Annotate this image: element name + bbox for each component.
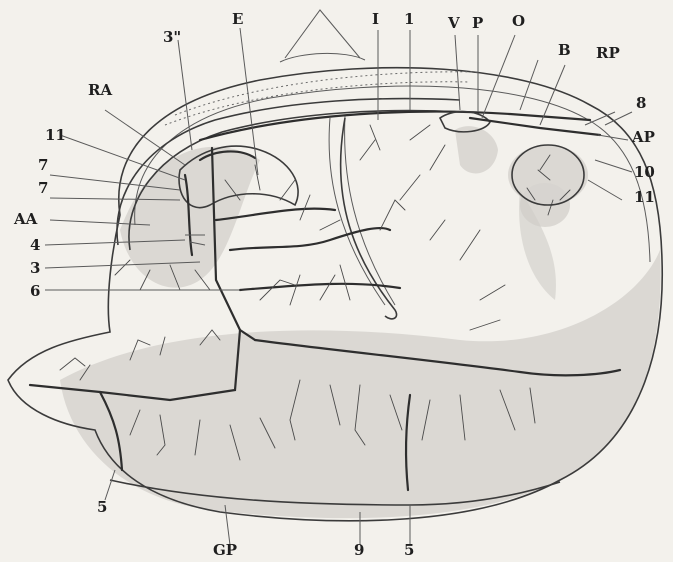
- shading-layer: [60, 126, 661, 518]
- label-4: 4: [30, 236, 40, 254]
- label-5-left: 5: [97, 498, 107, 516]
- label-9: 9: [354, 541, 364, 559]
- label-5-bottom: 5: [404, 541, 414, 559]
- label-AP: AP: [631, 128, 655, 146]
- label-GP: GP: [213, 541, 237, 559]
- label-11-right: 11: [634, 188, 655, 206]
- label-E: E: [232, 10, 243, 28]
- label-RP: RP: [596, 44, 620, 62]
- label-7-upper: 7: [38, 156, 48, 174]
- label-3: 3: [30, 259, 40, 277]
- label-6: 6: [30, 282, 40, 300]
- label-I: I: [372, 10, 379, 28]
- label-B: B: [558, 41, 571, 59]
- label-11-left: 11: [45, 126, 66, 144]
- label-AA: AA: [13, 210, 38, 228]
- label-V: V: [447, 14, 460, 32]
- label-8: 8: [636, 94, 646, 112]
- label-P: P: [472, 14, 483, 32]
- label-1: 1: [404, 10, 414, 28]
- label-3-double-prime: 3": [163, 28, 181, 46]
- label-7-lower: 7: [38, 179, 48, 197]
- label-O: O: [512, 12, 525, 30]
- label-RA: RA: [88, 81, 112, 99]
- label-10: 10: [634, 163, 655, 181]
